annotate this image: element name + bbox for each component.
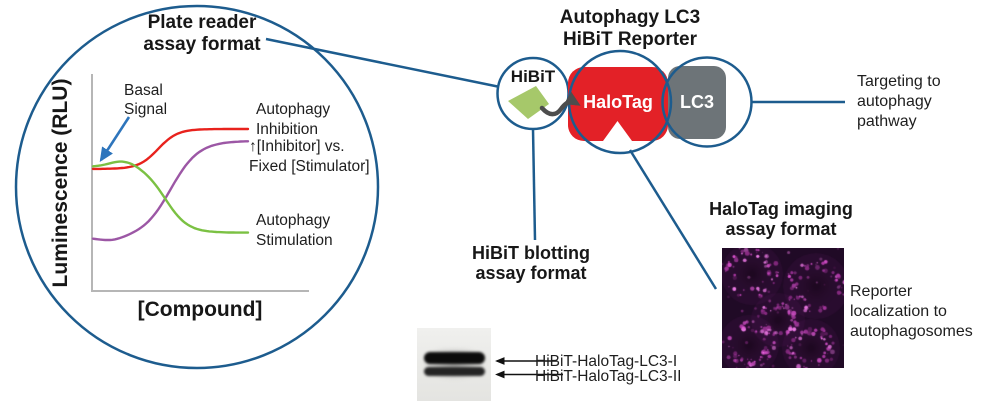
reporter-title: Autophagy LC3 HiBiT Reporter [559,7,701,50]
connector-plate-reader [265,37,501,89]
western-blot-image [417,328,491,401]
blot-band2-label: HiBiT-HaloTag-LC3-II [535,368,682,385]
plate-reader-title: Plate reader assay format [143,12,261,55]
halotag-box [568,67,668,141]
curve-autophagy-stimulation [91,160,250,234]
lc3-bubble [661,56,753,148]
blot-band-lc3-i [424,352,485,364]
autophagy-stimulation-label: Autophagy Stimulation [256,212,333,249]
chart-y-axis-label: Luminescence (RLU) [49,78,72,288]
lc3-label: LC3 [679,92,714,112]
linker-squiggle-icon [539,91,581,117]
basal-signal-arrow-icon [99,116,131,162]
halotag-notch-icon [603,121,632,141]
imaging-title: HaloTag imaging assay format [709,199,853,239]
imaging-caption: Reporter localization to autophagosomes [850,283,973,340]
inhibitor-vs-stimulator-label: ↑[Inhibitor] vs. Fixed [Stimulator] [249,138,370,175]
halotag-label: HaloTag [583,92,653,112]
lc3-box [668,66,726,139]
blot-band1-label: HiBiT-HaloTag-LC3-I [535,353,678,370]
fluorescence-micrograph [722,248,844,368]
connector-imaging [628,149,718,290]
curve-autophagy-inhibition [91,127,250,171]
curve-inhibitor-vs-stimulator [91,140,250,242]
hibit-label: HiBiT [510,67,556,86]
chart-x-axis-label: [Compound] [137,298,263,321]
plate-reader-bubble [14,4,380,370]
autophagy-inhibition-label: Autophagy Inhibition [256,101,331,138]
targeting-note: Targeting to autophagy pathway [857,73,941,130]
blotting-title: HiBiT blotting assay format [472,243,590,283]
hibit-peptide-icon [508,86,549,119]
blot-band-lc3-ii [424,367,485,376]
basal-signal-label: Basal Signal [124,82,168,118]
connector-blotting [531,128,537,241]
